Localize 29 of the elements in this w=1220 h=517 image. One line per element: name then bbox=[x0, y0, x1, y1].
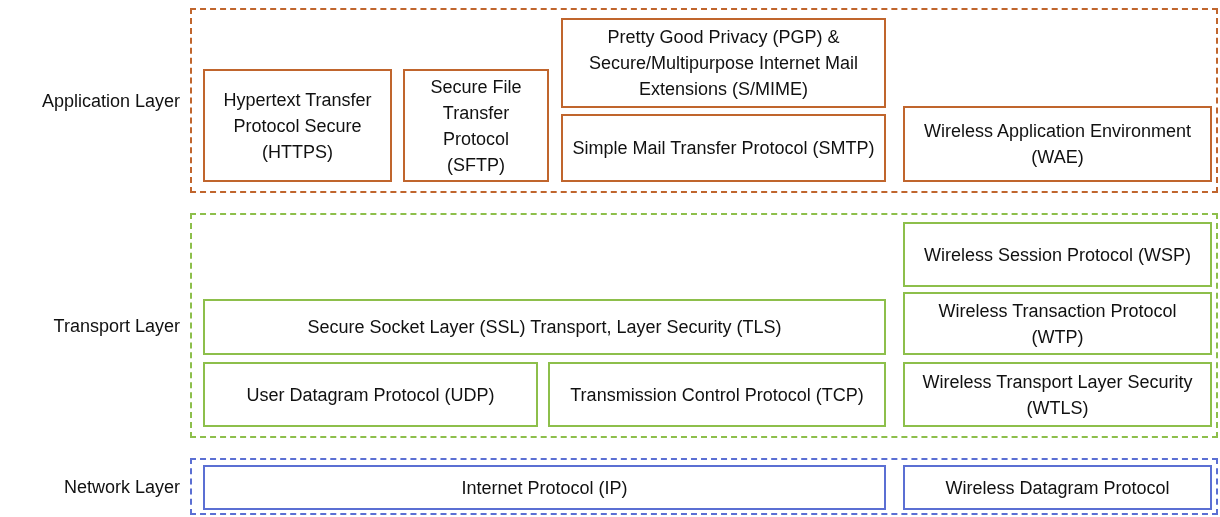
protocol-name: Pretty Good Privacy (PGP) & Secure/Multipurpose Internet Mail Extensions (S/MIME) bbox=[587, 26, 860, 101]
protocol-name: Wireless Datagram Protocol bbox=[945, 476, 1170, 500]
protocol-box bbox=[548, 362, 886, 427]
protocol-box bbox=[203, 299, 886, 355]
protocol-box bbox=[903, 106, 1212, 182]
protocol-name: Secure Socket Layer (SSL) Transport, Layer Security (TLS) bbox=[307, 316, 782, 339]
layer-heading: Application Layer bbox=[41, 89, 180, 112]
protocol-box bbox=[203, 69, 392, 182]
layer-heading: Network Layer bbox=[63, 475, 180, 498]
protocol-name: Wireless Application Environment (WAE) bbox=[922, 120, 1193, 169]
layer-heading: Transport Layer bbox=[53, 314, 180, 337]
protocol-name: User Datagram Protocol (UDP) bbox=[246, 383, 495, 407]
protocol-box bbox=[903, 465, 1212, 510]
protocol-name: Secure File Transfer Protocol (SFTP) bbox=[429, 75, 523, 177]
protocol-box bbox=[403, 69, 549, 182]
protocol-name: Internet Protocol (IP) bbox=[461, 476, 628, 500]
protocol-box bbox=[903, 292, 1212, 355]
protocol-name: Wireless Transport Layer Security (WTLS) bbox=[921, 370, 1194, 420]
protocol-name: Wireless Transaction Protocol (WTP) bbox=[937, 299, 1178, 349]
protocol-box bbox=[561, 114, 886, 182]
protocol-name: Hypertext Transfer Protocol Secure (HTTPS) bbox=[222, 88, 373, 164]
protocol-box bbox=[203, 465, 886, 510]
protocol-box bbox=[203, 362, 538, 427]
protocol-name: Wireless Session Protocol (WSP) bbox=[923, 243, 1192, 267]
protocol-name: Transmission Control Protocol (TCP) bbox=[570, 383, 864, 407]
protocol-name: Simple Mail Transfer Protocol (SMTP) bbox=[572, 137, 875, 160]
protocol-box bbox=[903, 362, 1212, 427]
protocol-box bbox=[561, 18, 886, 108]
protocol-box bbox=[903, 222, 1212, 287]
